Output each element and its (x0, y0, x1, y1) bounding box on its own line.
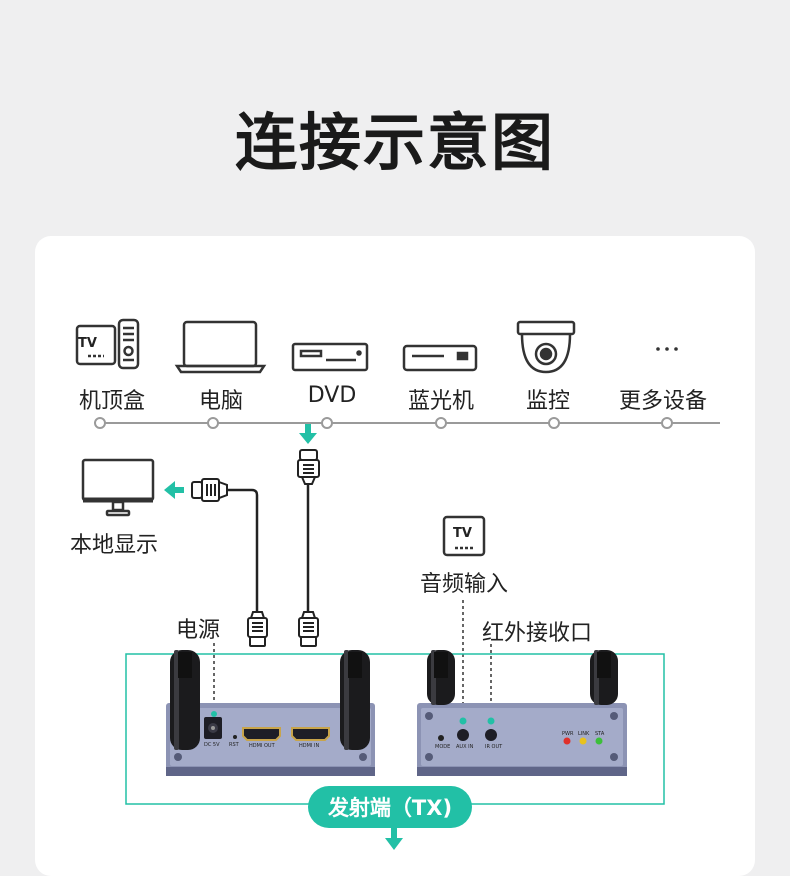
more-icon (656, 347, 678, 351)
output-cable (227, 488, 259, 612)
led-sta-label: STA (595, 731, 605, 737)
diagram-card (35, 236, 755, 876)
local-display-label: 本地显示 (70, 533, 159, 558)
source-label-bluray: 蓝光机 (407, 389, 475, 414)
dvd-player-icon (291, 342, 369, 372)
laptop-icon (174, 320, 267, 374)
mode-button (438, 735, 444, 741)
hdmi-in-port (291, 727, 330, 741)
tx-rear-panel (417, 650, 627, 776)
node-bluray (435, 417, 447, 429)
aux-in-port (457, 729, 469, 741)
security-camera-icon (516, 320, 576, 374)
port-mode: MODE (435, 744, 451, 750)
audio-input-label: 音频输入 (419, 572, 509, 597)
port-ir-out: IR OUT (485, 744, 503, 750)
hdmi-plug-bottom-left-icon (247, 611, 268, 647)
source-label-more: 更多设备 (618, 389, 708, 414)
ir-receiver-label: 红外接收口 (482, 621, 593, 646)
output-arrow-icon (164, 481, 184, 499)
ir-out-port (485, 729, 497, 741)
source-label-camera: 监控 (525, 389, 571, 414)
source-label-laptop: 电脑 (198, 389, 244, 414)
connection-diagram (75, 318, 720, 850)
power-label: 电源 (176, 618, 221, 643)
port-rst: RST (229, 742, 239, 748)
set-top-box-tv-text: TV (78, 336, 97, 351)
down-arrow-icon (385, 826, 403, 850)
sta-led (595, 737, 603, 745)
rst-button (233, 735, 237, 739)
port-hdmi-in: HDMI IN (299, 743, 320, 749)
node-more (661, 417, 673, 429)
tv-icon (442, 515, 486, 557)
source-nodes (94, 417, 673, 429)
source-label-set-top-box: 机顶盒 (78, 389, 146, 414)
port-aux-in: AUX IN (456, 744, 474, 750)
input-arrow-icon (299, 424, 317, 444)
bluray-player-icon (402, 344, 478, 372)
set-top-box-icon (75, 318, 140, 370)
pwr-led (563, 737, 571, 745)
monitor-icon (81, 458, 155, 517)
hdmi-plug-icon (297, 449, 320, 485)
tx-badge: 发射端（TX) (308, 786, 472, 828)
hdmi-out-port (242, 727, 281, 741)
page-title: 连接示意图 (234, 106, 555, 179)
hdmi-plug-bottom-right-icon (298, 611, 319, 647)
connection-dots (211, 711, 495, 725)
tx-front-panel (166, 650, 375, 776)
link-led (579, 737, 587, 745)
node-set-top-box (94, 417, 106, 429)
port-dc: DC 5V (204, 742, 220, 748)
hdmi-plug-output-icon (191, 478, 228, 502)
tv-icon-text: TV (453, 526, 472, 541)
node-camera (548, 417, 560, 429)
node-dvd (321, 417, 333, 429)
port-hdmi-out: HDMI OUT (249, 743, 275, 749)
node-laptop (207, 417, 219, 429)
led-link-label: LINK (578, 731, 590, 737)
led-pwr-label: PWR (562, 731, 574, 737)
source-label-dvd: DVD (307, 383, 357, 408)
